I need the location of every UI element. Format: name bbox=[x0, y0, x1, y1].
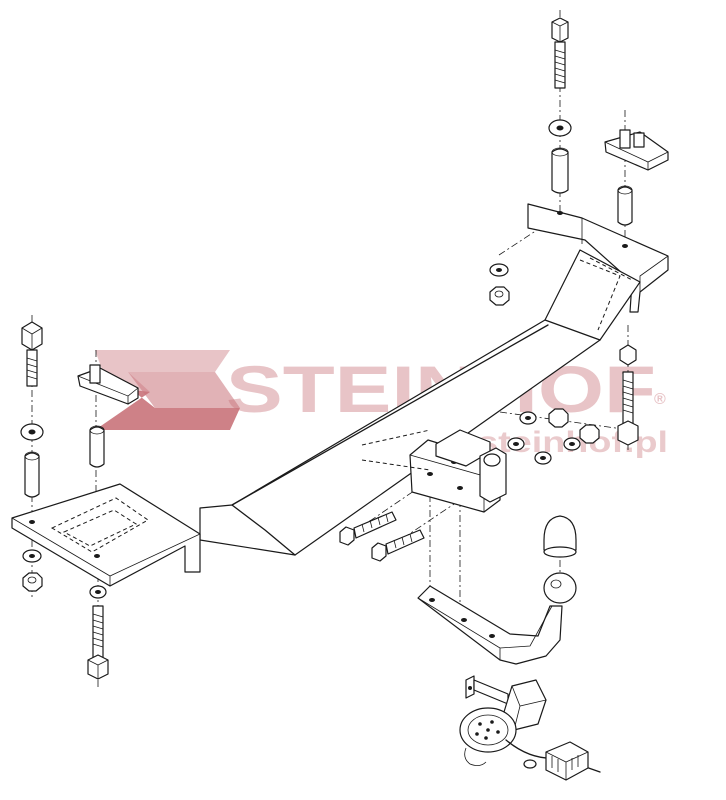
left-lower-washer-2 bbox=[89, 585, 107, 599]
tow-ball bbox=[543, 572, 577, 604]
flange-bolt-lower bbox=[371, 529, 425, 562]
top-right-spacer-tube bbox=[551, 147, 569, 194]
watermark-registered-mark: ® bbox=[654, 391, 666, 408]
left-washer bbox=[20, 423, 44, 441]
top-right-bolt bbox=[551, 17, 569, 89]
left-clamp-plate bbox=[77, 364, 139, 405]
ball-mount-back-plate bbox=[435, 429, 507, 503]
left-lower-bolt bbox=[87, 605, 109, 680]
right-bracket-nut bbox=[489, 286, 510, 306]
left-lower-nut bbox=[22, 572, 43, 592]
left-spacer-tube-2 bbox=[89, 425, 105, 468]
trailer-socket bbox=[459, 679, 547, 766]
ball-mount-arm bbox=[417, 585, 563, 665]
left-spacer-tube bbox=[24, 451, 40, 498]
main-cross-beam bbox=[199, 249, 641, 556]
right-bracket-washer bbox=[489, 263, 509, 277]
right-side-fixings bbox=[507, 344, 639, 465]
beam-hidden-tube bbox=[361, 429, 431, 471]
left-mounting-plate bbox=[11, 483, 201, 587]
top-right-clamp-plate bbox=[604, 129, 669, 171]
vehicle-plug bbox=[545, 741, 589, 781]
left-bolt bbox=[21, 321, 43, 387]
top-right-washer bbox=[548, 119, 572, 137]
socket-bracket bbox=[465, 675, 509, 705]
top-right-spacer-tube-2 bbox=[617, 185, 633, 226]
ball-cover-cap bbox=[543, 515, 577, 558]
flange-bolt-upper bbox=[339, 511, 397, 546]
left-lower-washer bbox=[22, 549, 42, 563]
steinhof-logo-mark bbox=[95, 350, 240, 430]
